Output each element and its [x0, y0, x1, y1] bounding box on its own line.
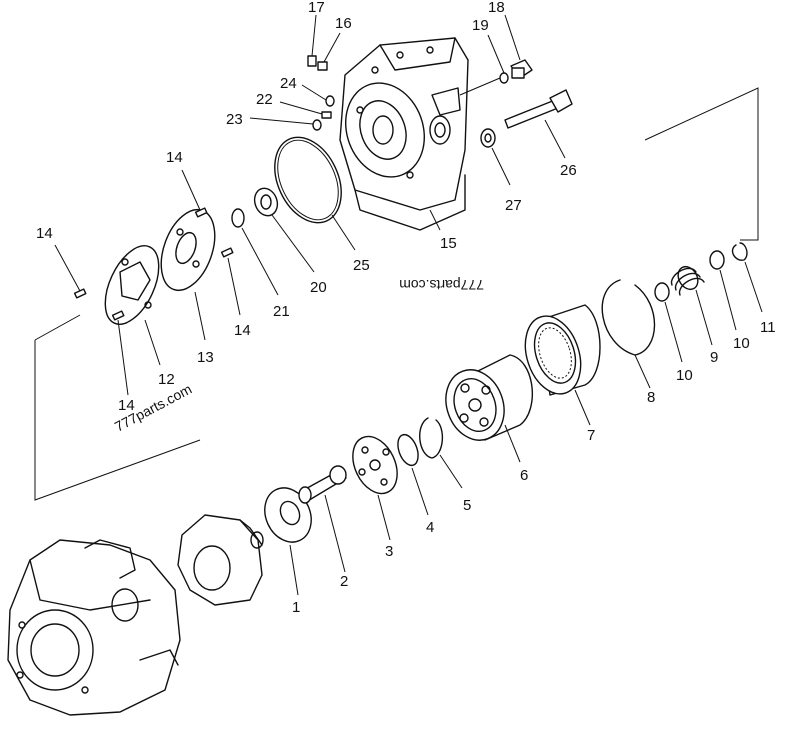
callout-25: 25 [353, 257, 370, 274]
callout-8: 8 [647, 389, 655, 406]
watermark-upper: 777parts.com [399, 277, 484, 293]
callout-12: 12 [158, 371, 175, 388]
callout-18: 18 [488, 0, 505, 16]
callout-14d: 14 [118, 397, 135, 414]
callout-16: 16 [335, 15, 352, 32]
callout-13: 13 [197, 349, 214, 366]
part-13-plate [160, 169, 241, 341]
part-8-ring [601, 279, 656, 389]
callout-9: 9 [710, 349, 718, 366]
part-6-drum [445, 354, 533, 463]
reference-line-right [644, 87, 759, 241]
part-15-housing [339, 37, 469, 231]
callout-3: 3 [385, 543, 393, 560]
pump-housing [7, 539, 181, 716]
callout-20: 20 [310, 279, 327, 296]
reference-line-left [34, 314, 201, 501]
callout-11: 11 [760, 319, 776, 336]
part-1-plate [264, 487, 312, 596]
callout-10b: 10 [733, 335, 750, 352]
parts-18-19-26-27 [459, 14, 573, 186]
callout-23: 23 [226, 111, 243, 128]
callout-2: 2 [340, 573, 348, 590]
callout-10a: 10 [676, 367, 693, 384]
part-4-ring [397, 433, 429, 516]
callout-7: 7 [587, 427, 595, 444]
adapter-block [177, 514, 264, 606]
parts-9-10-11 [654, 242, 763, 363]
callout-19: 19 [472, 17, 489, 34]
part-2-shaft [298, 465, 347, 573]
callout-14c: 14 [234, 322, 251, 339]
part-25-oring [274, 136, 356, 251]
parts-20-21 [231, 187, 315, 296]
callout-22: 22 [256, 91, 273, 108]
part-3-plate [352, 435, 398, 541]
callout-4: 4 [426, 519, 434, 536]
callout-5: 5 [463, 497, 471, 514]
part-5-snapring [419, 417, 463, 489]
callout-15: 15 [440, 235, 457, 252]
callout-26: 26 [560, 162, 577, 179]
part-12-valveplate [54, 244, 161, 396]
callout-1: 1 [292, 599, 300, 616]
callout-17: 17 [308, 0, 325, 16]
small-parts-upper [249, 14, 341, 131]
callout-27: 27 [505, 197, 522, 214]
callout-labels: 1 2 3 4 5 6 7 8 9 10 10 11 12 13 14 14 1… [36, 0, 776, 616]
callout-6: 6 [520, 467, 528, 484]
callout-21: 21 [273, 303, 290, 320]
part-7-gearring [524, 304, 601, 426]
callout-14a: 14 [166, 149, 183, 166]
callout-24: 24 [280, 75, 297, 92]
callout-14b: 14 [36, 225, 53, 242]
